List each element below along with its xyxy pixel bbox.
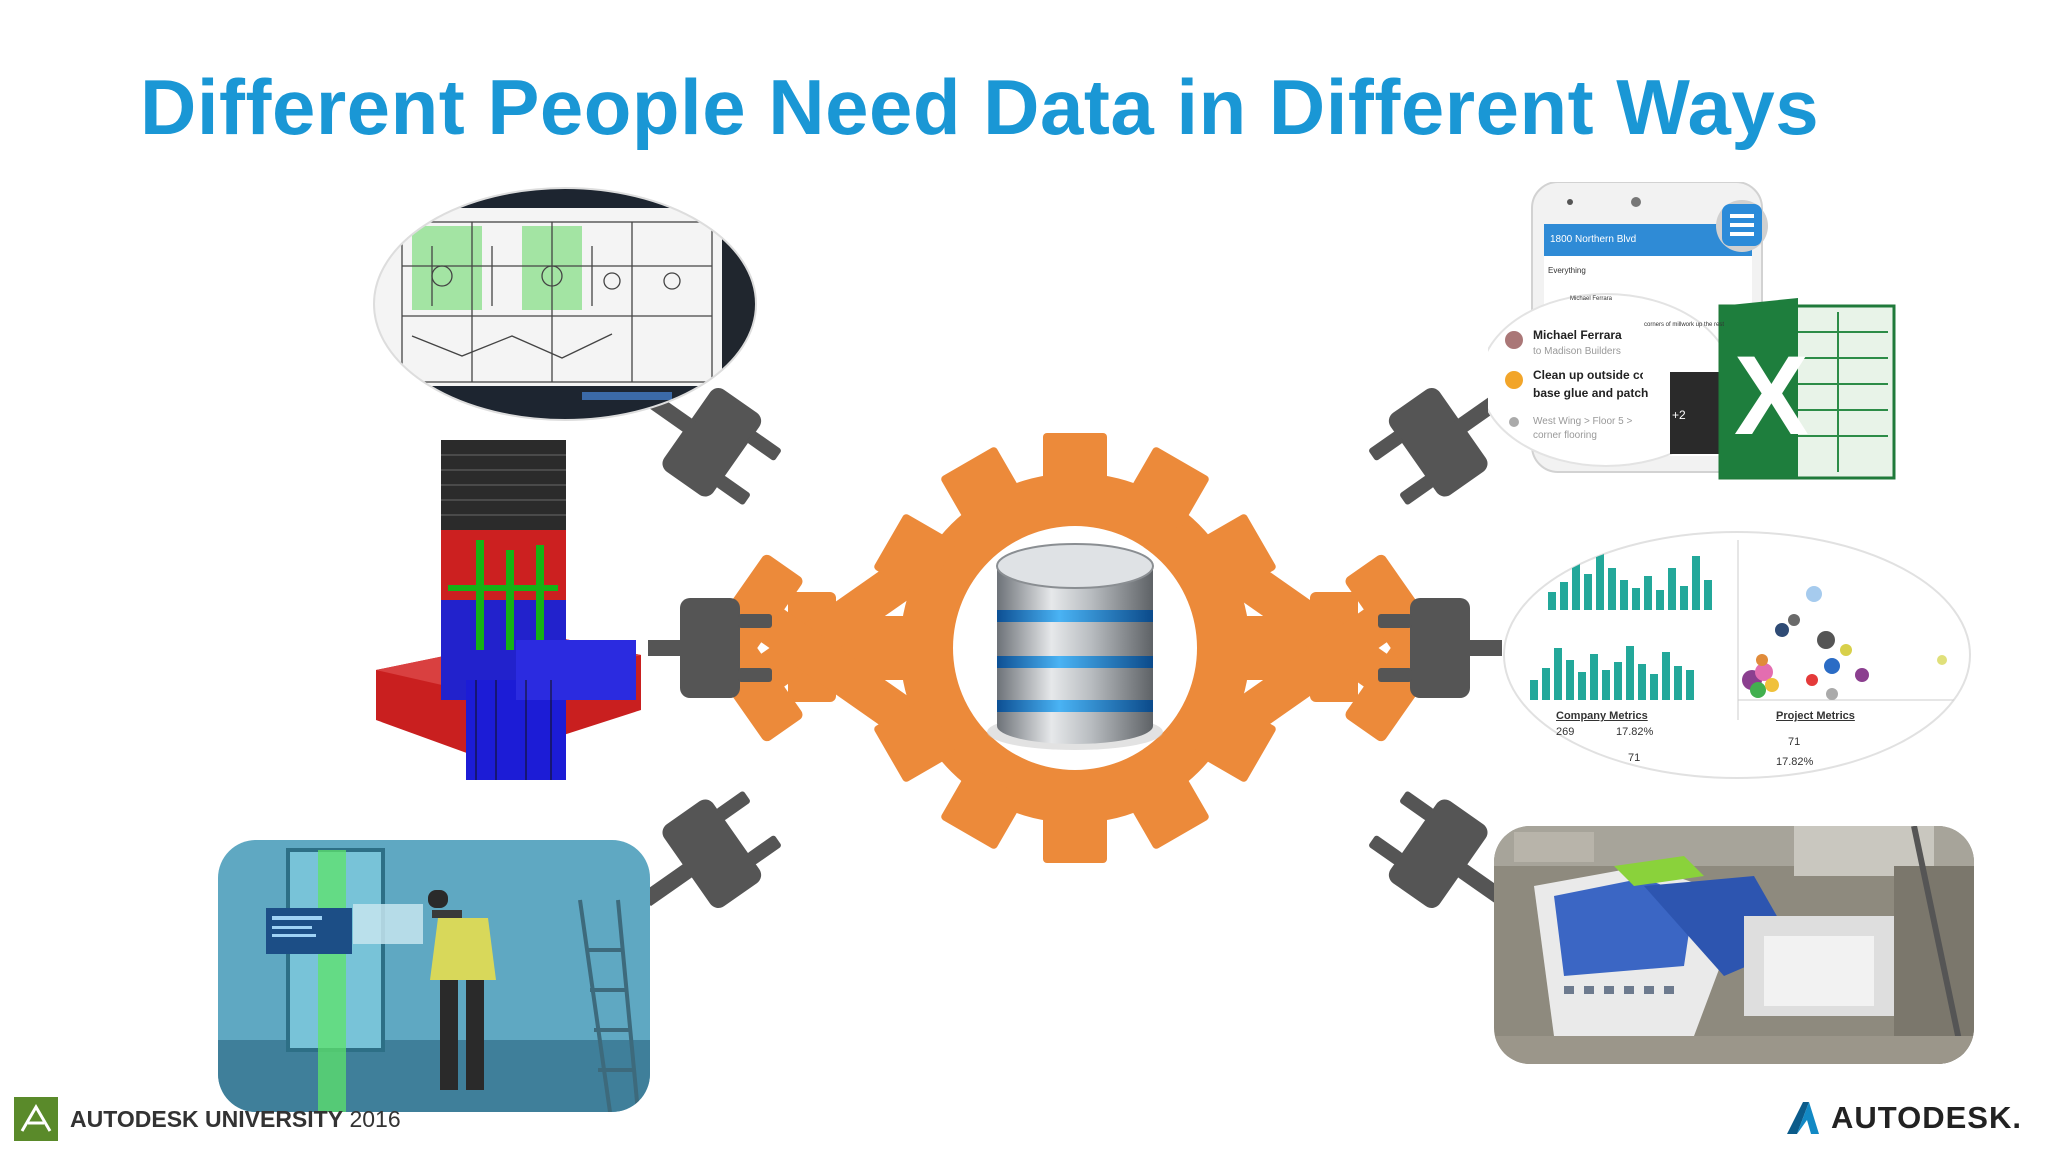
- event-name-bold: AUTODESK UNIVERSITY: [70, 1105, 344, 1132]
- cad-drawing-thumbnail: [373, 187, 757, 421]
- company-metrics-title: Company Metrics: [1556, 710, 1648, 722]
- slide-title: Different People Need Data in Different …: [140, 63, 1820, 151]
- project-metrics-title: Project Metrics: [1776, 710, 1855, 722]
- mobile-location-path: West Wing > Floor 5 >: [1533, 416, 1633, 427]
- mobile-app-thumbnail: X 1800 Northern Blvd Everything Michael …: [1488, 182, 1898, 482]
- mobile-recipient: to Madison Builders: [1533, 346, 1621, 357]
- plug-icons: [641, 388, 1509, 908]
- company-metric-value: 269: [1556, 726, 1575, 738]
- database-icon: [987, 543, 1163, 750]
- mobile-task-line2: base glue and patch: [1533, 386, 1649, 400]
- company-metric-count: 71: [1628, 752, 1641, 764]
- plug-icon: [648, 598, 772, 698]
- mobile-person-small: Michael Ferrara: [1570, 296, 1613, 302]
- company-metric-percent: 17.82%: [1616, 726, 1654, 738]
- mobile-note-small: corners of millwork up the rest: [1644, 322, 1725, 328]
- mobile-task: Clean up outside corners: [1533, 368, 1643, 382]
- plug-icon: [641, 791, 781, 908]
- autodesk-brand: AUTODESK.: [1783, 1098, 2022, 1138]
- mobile-location-path2: corner flooring: [1533, 430, 1597, 441]
- autodesk-university-footer: AUTODESK UNIVERSITY 2016: [14, 1096, 401, 1142]
- analytics-dashboard-thumbnail: Company Metrics 269 17.82% 71 Project Me…: [1502, 530, 1972, 780]
- event-year: 2016: [349, 1105, 401, 1132]
- plug-icon: [1378, 598, 1502, 698]
- mobile-badge: +2: [1672, 408, 1686, 422]
- excel-icon: X: [1734, 333, 1809, 458]
- aerial-construction-photo: [1494, 826, 1974, 1064]
- event-name: AUTODESK UNIVERSITY 2016: [70, 1106, 401, 1133]
- mobile-person: Michael Ferrara: [1533, 328, 1622, 342]
- project-metric-percent: 17.82%: [1776, 756, 1814, 768]
- brand-name: AUTODESK.: [1830, 1100, 2022, 1135]
- bim-building-model: [376, 440, 641, 780]
- autodesk-logo: [1786, 1102, 1819, 1134]
- au-logo: [14, 1097, 58, 1141]
- mobile-location: 1800 Northern Blvd: [1550, 234, 1637, 245]
- project-metric-count: 71: [1788, 736, 1801, 748]
- augmented-reality-worker-photo: [218, 840, 650, 1112]
- mobile-filter: Everything: [1548, 266, 1586, 275]
